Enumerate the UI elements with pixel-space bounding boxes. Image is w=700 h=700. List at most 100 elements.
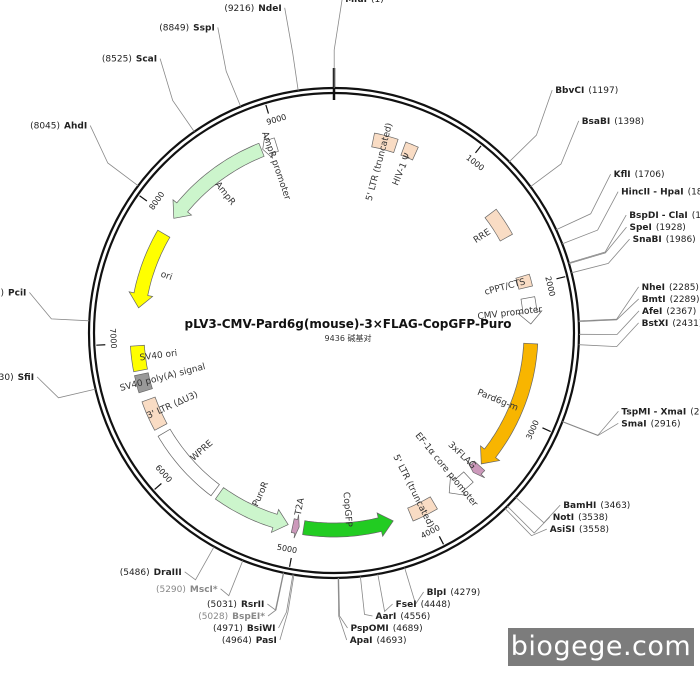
site-leader (562, 411, 619, 436)
site-position: (2289) (670, 295, 700, 305)
plasmid-size: 9436 碱基对 (325, 333, 372, 343)
tick-mark (556, 276, 566, 280)
feature-cppt-cts (515, 273, 533, 290)
site-position: (3538) (578, 513, 608, 523)
site-position: (8525) (102, 55, 132, 65)
site-position: (5031) (207, 600, 237, 610)
site-position: (9216) (224, 4, 254, 14)
tick-label: 7000 (108, 328, 118, 349)
feature-ampr (172, 142, 265, 219)
site-leader (217, 27, 242, 107)
site-position: (2367) (666, 307, 696, 317)
tick-label: 2000 (543, 275, 557, 297)
feature-5-ltr-truncated (371, 132, 399, 154)
site-enzyme-name: HincII - HpaI (621, 188, 683, 198)
site-enzyme-name: SmaI (621, 419, 646, 429)
site-scai: (8525)ScaI (102, 55, 157, 65)
site-position: (2914) (690, 407, 700, 417)
site-bspdi-clai: BspDI - ClaI(1923) (629, 211, 700, 221)
feature-pard6g-m (480, 342, 539, 465)
site-position: (3558) (579, 525, 609, 535)
site-enzyme-name: MscI* (190, 585, 218, 595)
site-enzyme-name: SnaBI (633, 235, 662, 245)
site-position: (8849) (159, 23, 189, 33)
site-apai: ApaI(4693) (350, 636, 407, 646)
site-leader (507, 505, 550, 534)
site-sspi: (8849)SspI (159, 23, 215, 33)
site-enzyme-name: NotI (553, 513, 574, 523)
feature-label: SV40 ori (139, 349, 178, 364)
site-leader (184, 546, 215, 581)
site-leader (377, 574, 393, 613)
feature-label: HIV-1 Ψ (391, 152, 413, 187)
feature-label: WPRE (189, 438, 216, 463)
site-enzyme-name: KflI (614, 170, 631, 180)
site-enzyme-name: PciI (8, 288, 26, 298)
site-pcii: (7152)PciI (0, 288, 26, 298)
site-leader (556, 174, 611, 231)
site-enzyme-name: ApaI (350, 636, 373, 646)
site-position: (4689) (393, 624, 423, 634)
site-bsabi: BsaBI(1398) (582, 117, 644, 127)
feature-ef-1-core-promoter (448, 471, 474, 496)
restriction-sites: MluI(1)BbvCI(1197)BsaBI(1398)KflI(1706)H… (0, 0, 700, 646)
feature-rre (484, 208, 513, 242)
site-leader (530, 120, 580, 188)
site-bsiwi: (4971)BsiWI (213, 624, 276, 634)
site-enzyme-name: MluI (345, 0, 367, 5)
feature-t2a (290, 514, 300, 539)
site-position: (1706) (635, 170, 665, 180)
site-enzyme-name: BsaBI (582, 117, 611, 127)
site-leader (333, 0, 343, 88)
feature-wpre (157, 428, 220, 497)
site-fsei: FseI (4448) (396, 600, 451, 610)
site-position: (1923) (692, 211, 700, 221)
backbone-inner-circle (92, 91, 576, 575)
tick-mark (438, 536, 445, 545)
site-enzyme-name: BbvCI (555, 86, 584, 96)
site-bbvci: BbvCI(1197) (555, 86, 618, 96)
site-position: (1986) (666, 235, 696, 245)
site-spei: SpeI(1928) (630, 223, 686, 233)
site-tspmi-xmai: TspMI - XmaI (2914) (621, 407, 700, 417)
feature-label: T2A (294, 496, 308, 517)
site-position: (6730) (0, 373, 14, 383)
site-smai: SmaI(2916) (621, 419, 680, 429)
feature-label: RRE (472, 227, 493, 245)
feature-5-ltr-truncated (407, 496, 438, 522)
site-leader (284, 7, 299, 91)
tick-label: 5000 (276, 543, 298, 556)
site-position: (2431) (672, 319, 700, 329)
site-leader (571, 238, 630, 274)
site-leader (578, 286, 639, 322)
site-leader (278, 574, 294, 629)
site-enzyme-name: BmtI (642, 295, 666, 305)
feature-3-ltr-u3 (141, 396, 168, 431)
site-leader (159, 58, 195, 132)
site-leader (36, 376, 96, 399)
site-enzyme-name: TspMI - XmaI (621, 407, 686, 417)
site-enzyme-name: AfeI (642, 307, 662, 317)
site-leader (267, 572, 285, 617)
tick-mark (542, 427, 551, 433)
site-leader (89, 125, 139, 187)
site-enzyme-name: BspEI* (232, 612, 265, 622)
site-enzyme-name: SfiI (18, 373, 35, 383)
feature-cmv-promoter (517, 296, 543, 325)
site-enzyme-name: FseI (396, 600, 417, 610)
site-position: (5486) (120, 568, 150, 578)
site-leader (279, 574, 295, 641)
feature-3xflag (467, 460, 486, 479)
site-ahdi: (8045)AhdI (30, 122, 87, 132)
site-enzyme-name: NheI (642, 283, 665, 293)
site-enzyme-name: PspOMI (351, 624, 389, 634)
tick-label: 8000 (147, 190, 166, 212)
site-enzyme-name: PasI (256, 636, 277, 646)
feature-ori (128, 229, 171, 309)
site-position: (2285) (669, 283, 699, 293)
site-position: (4964) (222, 636, 252, 646)
feature-label: cPPT/CTS (484, 277, 527, 298)
site-aari: AarI(4556) (376, 612, 431, 622)
site-position: (4448) (421, 600, 451, 610)
site-msci: (5290)MscI* (156, 585, 218, 595)
